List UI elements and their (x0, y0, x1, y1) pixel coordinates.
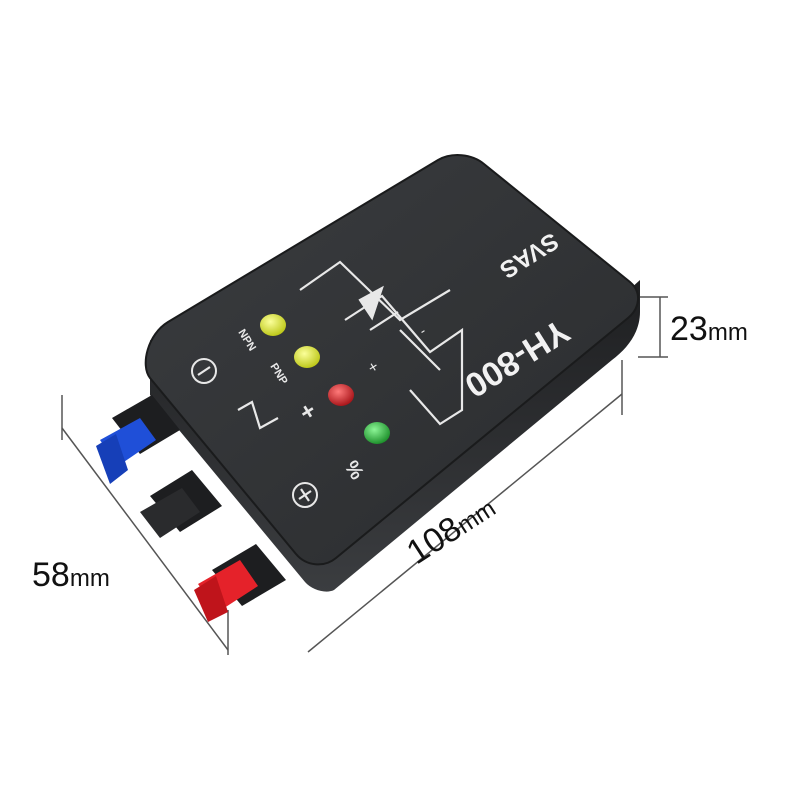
minus-terminal-mark (191, 358, 217, 384)
dimension-height-unit: mm (707, 319, 748, 346)
led-status-green (364, 422, 390, 444)
dimension-width-label: 58mm (32, 556, 110, 595)
switch-symbol (237, 400, 279, 430)
terminal-black[interactable] (140, 470, 222, 538)
dimension-width-value: 58 (32, 556, 70, 594)
schematic-symbol (299, 260, 464, 426)
dimension-height-label: 23mm (670, 310, 748, 349)
led-npn-yellow (260, 314, 286, 336)
device-top-face (144, 154, 639, 566)
terminal-red[interactable] (194, 544, 286, 622)
terminal-blue[interactable] (96, 395, 180, 484)
dimension-lines (61, 296, 668, 655)
plus-terminal-mark (292, 482, 318, 508)
dimension-width-unit: mm (69, 565, 110, 592)
led-pnp-yellow (294, 346, 320, 368)
dimension-height-value: 23 (670, 310, 708, 348)
led-power-red (328, 384, 354, 406)
